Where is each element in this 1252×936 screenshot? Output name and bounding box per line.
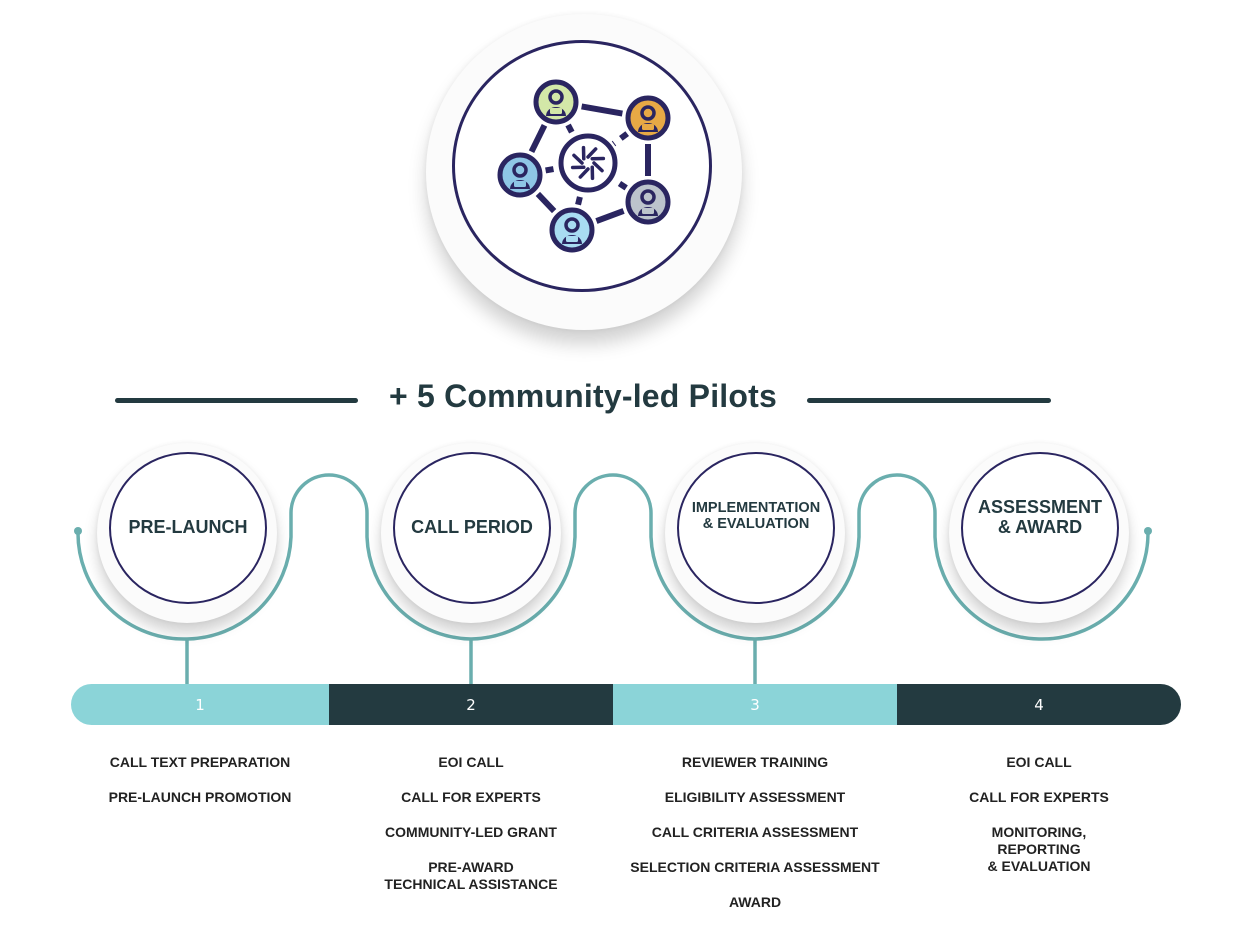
task-item: EOI CALL bbox=[1006, 754, 1072, 770]
task-item: CALL CRITERIA ASSESSMENT bbox=[651, 824, 859, 840]
page-title: + 5 Community-led Pilots bbox=[389, 378, 777, 414]
phase-segment-1: 1 bbox=[71, 684, 329, 725]
network-link bbox=[581, 103, 623, 117]
person-node-icon bbox=[625, 179, 671, 225]
network-link bbox=[595, 208, 625, 224]
task-item: AWARD bbox=[728, 894, 782, 910]
logo-swirl-icon bbox=[558, 133, 618, 193]
stage-ring-1: PRE-LAUNCH bbox=[109, 452, 267, 604]
stage-label: IMPLEMENTATION & EVALUATION bbox=[691, 500, 821, 532]
network-spoke bbox=[565, 123, 576, 137]
network-link bbox=[528, 123, 548, 154]
network-spoke bbox=[575, 193, 584, 206]
stage-ring-3: IMPLEMENTATION & EVALUATION bbox=[677, 452, 835, 604]
network-spoke bbox=[613, 177, 628, 191]
task-list-3: REVIEWER TRAINING ELIGIBILITY ASSESSMENT… bbox=[605, 754, 905, 929]
phase-segment-4: 4 bbox=[897, 684, 1181, 725]
person-node-icon bbox=[497, 152, 543, 198]
timeline-curve bbox=[76, 473, 1150, 641]
person-node-icon bbox=[549, 207, 595, 253]
task-item: EOI CALL bbox=[438, 754, 504, 770]
task-item: REVIEWER TRAINING bbox=[681, 754, 829, 770]
task-list-1: CALL TEXT PREPARATION PRE-LAUNCH PROMOTI… bbox=[50, 754, 350, 824]
task-item: MONITORING, REPORTING & EVALUATION bbox=[987, 824, 1091, 874]
task-item: CALL TEXT PREPARATION bbox=[109, 754, 291, 770]
phase-segment-3: 3 bbox=[613, 684, 897, 725]
task-item: CALL FOR EXPERTS bbox=[401, 789, 541, 805]
network-link bbox=[535, 191, 557, 214]
timeline-start-dot bbox=[74, 527, 82, 535]
task-item: ELIGIBILITY ASSESSMENT bbox=[664, 789, 846, 805]
community-network-icon bbox=[497, 79, 671, 253]
task-item: COMMUNITY-LED GRANT bbox=[385, 824, 557, 840]
task-item: PRE-LAUNCH PROMOTION bbox=[108, 789, 292, 805]
person-node-icon bbox=[625, 95, 671, 141]
phase-segment-2: 2 bbox=[329, 684, 613, 725]
stage-ring-2: CALL PERIOD bbox=[393, 452, 551, 604]
stage-ring-4: ASSESSMENT & AWARD bbox=[961, 452, 1119, 604]
title-rule-left bbox=[115, 398, 358, 403]
task-item: SELECTION CRITERIA ASSESSMENT bbox=[630, 859, 880, 875]
stage-label: CALL PERIOD bbox=[411, 517, 533, 538]
network-spoke bbox=[545, 165, 558, 174]
task-list-4: EOI CALL CALL FOR EXPERTS MONITORING, RE… bbox=[889, 754, 1189, 893]
title-rule-right bbox=[807, 398, 1051, 403]
phase-number: 1 bbox=[195, 695, 205, 714]
phase-number: 3 bbox=[750, 695, 760, 714]
phase-number: 2 bbox=[466, 695, 476, 714]
task-item: PRE-AWARD TECHNICAL ASSISTANCE bbox=[384, 859, 558, 892]
phase-number: 4 bbox=[1034, 695, 1044, 714]
stage-label: PRE-LAUNCH bbox=[128, 517, 248, 538]
person-node-icon bbox=[533, 79, 579, 125]
task-list-2: EOI CALL CALL FOR EXPERTS COMMUNITY-LED … bbox=[321, 754, 621, 911]
network-spoke bbox=[611, 131, 629, 147]
timeline-end-dot bbox=[1144, 527, 1152, 535]
task-item: CALL FOR EXPERTS bbox=[969, 789, 1109, 805]
stage-label: ASSESSMENT & AWARD bbox=[977, 497, 1103, 537]
timeline-wave bbox=[74, 473, 1152, 684]
